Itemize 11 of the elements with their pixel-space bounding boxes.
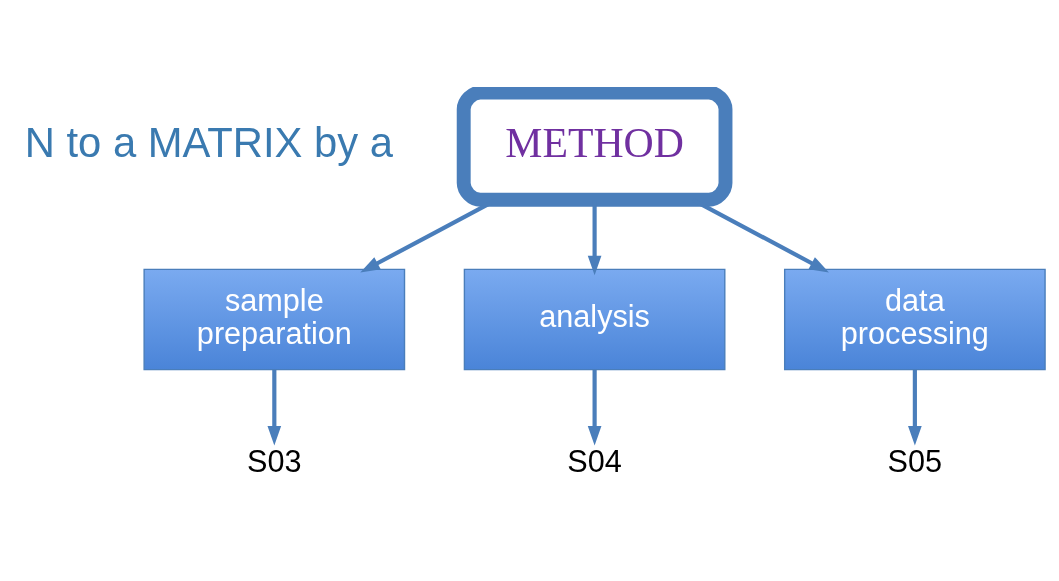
- arrow: [587, 369, 602, 445]
- arrow: [908, 369, 922, 445]
- node-text: S03: [247, 443, 302, 478]
- node-box: sample preparation: [143, 268, 406, 370]
- node-box: analysis: [463, 268, 726, 370]
- arrow: [267, 369, 282, 445]
- node-text: S04: [567, 443, 622, 478]
- node-box: data processing: [783, 268, 1046, 370]
- label: N to a MATRIX by a: [24, 118, 394, 166]
- node-box: METHOD: [456, 86, 733, 207]
- node-text: S05: [887, 443, 943, 478]
